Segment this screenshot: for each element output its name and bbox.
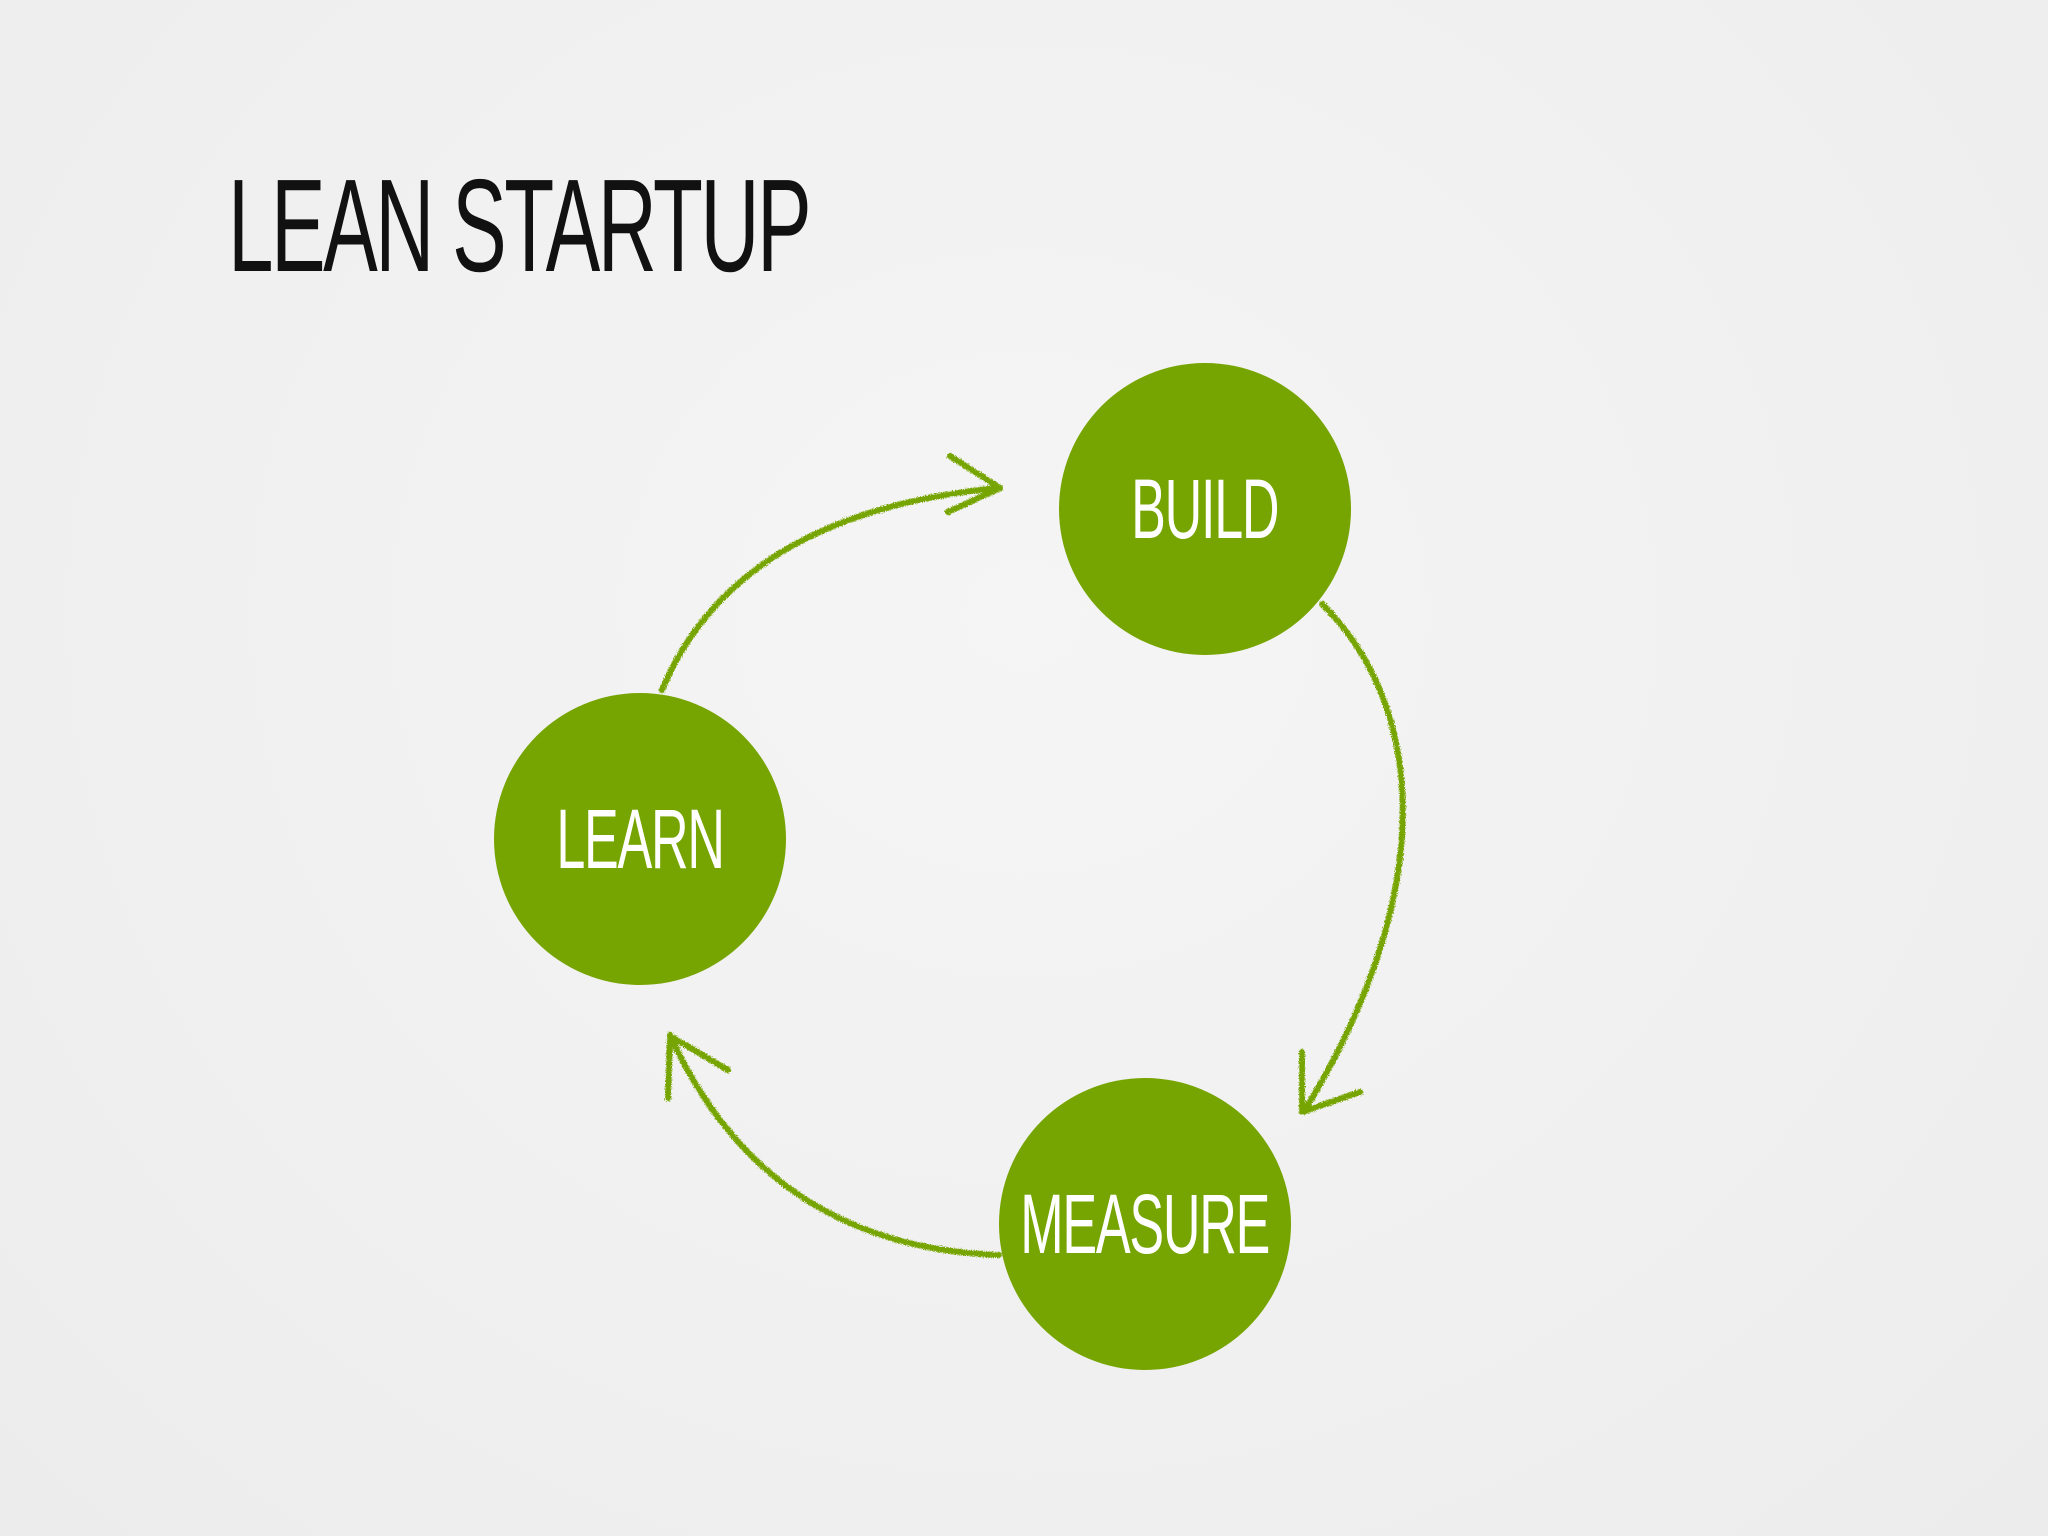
arrow-build-to-measure-head bbox=[1299, 1049, 1363, 1115]
slide-title: LEAN STARTUP bbox=[228, 152, 812, 299]
node-build-label: BUILD bbox=[1131, 462, 1279, 556]
arrow-learn-to-build-head bbox=[945, 453, 1003, 515]
node-build: BUILD bbox=[1059, 363, 1351, 655]
node-measure-label: MEASURE bbox=[1020, 1177, 1271, 1271]
node-measure: MEASURE bbox=[999, 1078, 1291, 1370]
node-learn-label: LEARN bbox=[556, 792, 725, 886]
arrow-learn-to-build-line bbox=[659, 485, 1001, 693]
arrow-measure-to-learn-head bbox=[665, 1033, 731, 1101]
node-learn: LEARN bbox=[494, 693, 786, 985]
arrow-build-to-measure bbox=[1299, 601, 1406, 1115]
arrow-measure-to-learn bbox=[665, 1032, 1002, 1258]
arrow-learn-to-build bbox=[659, 453, 1003, 693]
arrow-measure-to-learn-line bbox=[667, 1032, 1002, 1258]
arrow-build-to-measure-line bbox=[1302, 601, 1406, 1113]
